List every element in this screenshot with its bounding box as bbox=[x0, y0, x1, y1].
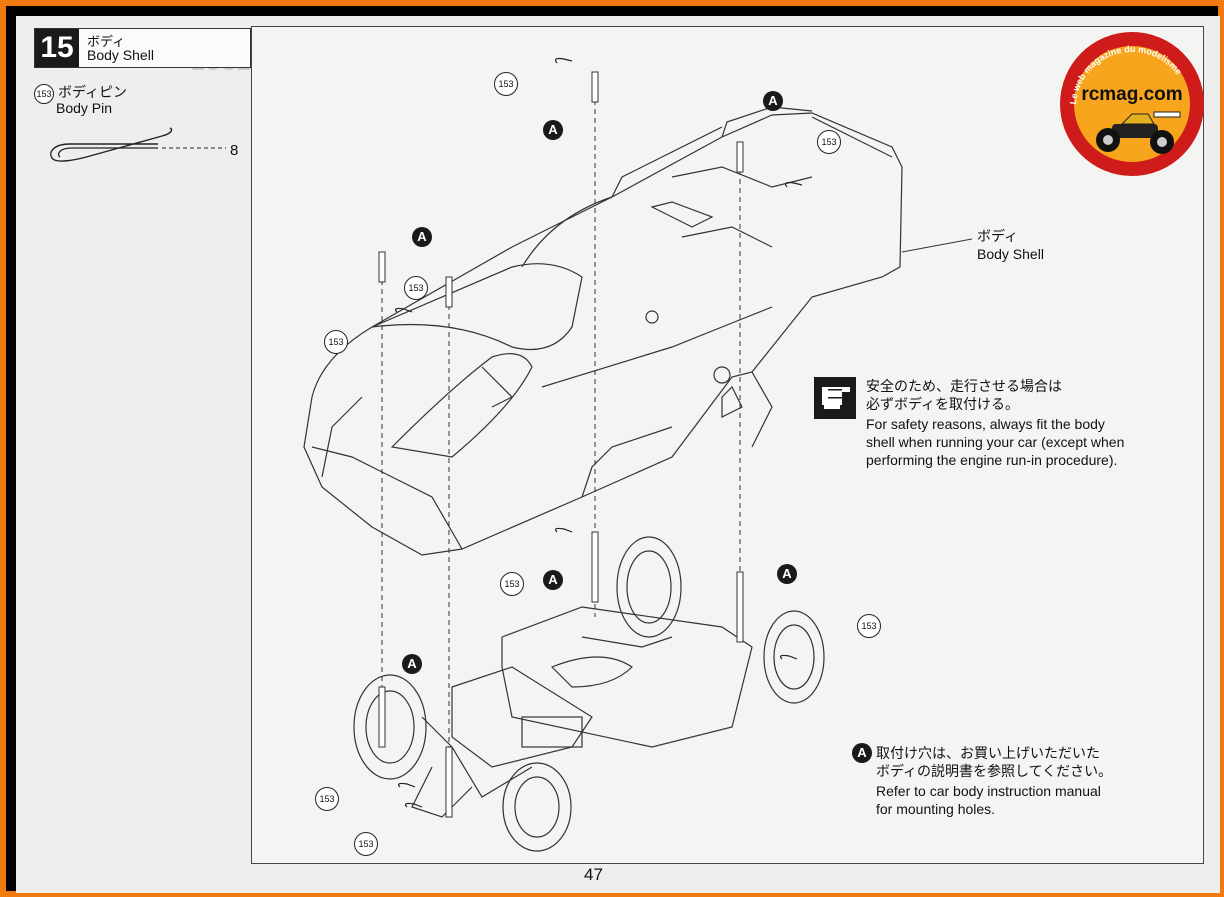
part-name-jp: ボディピン bbox=[58, 84, 128, 100]
chassis-drawing bbox=[353, 536, 825, 852]
callout-a-badge: A bbox=[543, 120, 563, 140]
callout-a-badge: A bbox=[543, 570, 563, 590]
step-number: 15 bbox=[35, 29, 79, 67]
body-shell-label-jp: ボディ bbox=[977, 228, 1019, 244]
callout-153-badge: 153 bbox=[817, 130, 841, 154]
exploded-view-diagram bbox=[303, 57, 973, 852]
safety-note-en-1: For safety reasons, always fit the body bbox=[866, 416, 1105, 432]
callout-153-badge: 153 bbox=[354, 832, 378, 856]
part-quantity: 8 bbox=[230, 142, 239, 159]
callout-a-badge: A bbox=[777, 564, 797, 584]
mounting-note-jp-1: 取付け穴は、お買い上げいただいた bbox=[876, 745, 1100, 761]
callout-a-badge: A bbox=[412, 227, 432, 247]
callout-153-badge: 153 bbox=[494, 72, 518, 96]
body-pin-marks bbox=[394, 57, 803, 808]
mounting-note-marker: A bbox=[852, 743, 872, 763]
mounting-note-en-1: Refer to car body instruction manual bbox=[876, 783, 1101, 799]
safety-note-jp-1: 安全のため、走行させる場合は bbox=[866, 378, 1062, 394]
assembly-diagram-panel: .cb text{font-family:"Liberation Sans",s… bbox=[251, 26, 1204, 864]
safety-note-en-2: shell when running your car (except when bbox=[866, 434, 1125, 450]
body-pin-illustration bbox=[50, 127, 226, 162]
body-label-leader bbox=[901, 238, 973, 253]
safety-note-en-3: performing the engine run-in procedure). bbox=[866, 452, 1118, 468]
mounting-note-en-2: for mounting holes. bbox=[876, 801, 996, 817]
callout-153-badge: 153 bbox=[315, 787, 339, 811]
rc-car-icon bbox=[1096, 111, 1181, 154]
callout-a-badge: A bbox=[402, 654, 422, 674]
pointing-hand-icon bbox=[814, 377, 856, 419]
step-title-en: Body Shell bbox=[87, 47, 154, 63]
logo-brand-text: rcmag.com bbox=[1081, 84, 1182, 105]
part-name-en: Body Pin bbox=[56, 100, 113, 116]
callout-153-badge: 153 bbox=[324, 330, 348, 354]
mounting-note-jp-2: ボディの説明書を参照してください。 bbox=[876, 763, 1113, 779]
rcmag-logo: Le web magazine du modelisme rcmag.com bbox=[1060, 32, 1204, 176]
body-shell-label-en: Body Shell bbox=[977, 246, 1044, 262]
step-header: 15 ボディ Body Shell bbox=[34, 28, 251, 68]
safety-note-jp-2: 必ずボディを取付ける。 bbox=[866, 396, 1020, 412]
manual-page: LOSED VIEW ED VIEW 15 ボディ Body Shell 153… bbox=[16, 16, 1220, 893]
callout-153-badge: 153 bbox=[857, 614, 881, 638]
callout-153-badge: 153 bbox=[500, 572, 524, 596]
page-number: 47 bbox=[584, 865, 603, 884]
step-title-jp: ボディ bbox=[87, 34, 126, 49]
body-shell-drawing bbox=[303, 106, 903, 556]
part-number-badge: 153 bbox=[34, 84, 54, 104]
callout-153-badge: 153 bbox=[404, 276, 428, 300]
callout-a-badge: A bbox=[763, 91, 783, 111]
